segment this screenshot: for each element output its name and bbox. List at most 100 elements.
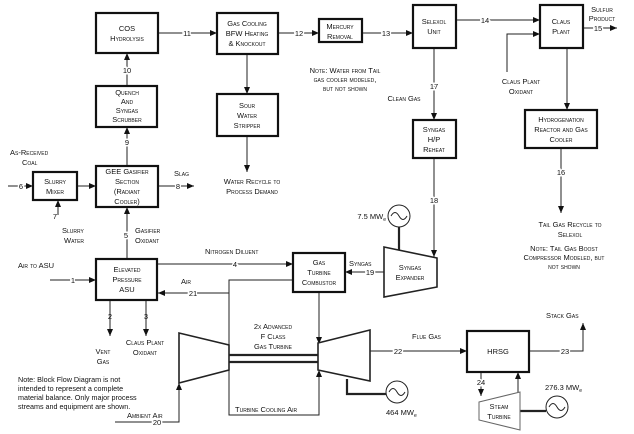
block-label: Turbine — [487, 412, 511, 421]
block-label: Cooler — [550, 135, 573, 144]
stream-lines — [8, 17, 617, 423]
stream-number: 11 — [183, 29, 191, 38]
stream-number: 23 — [561, 347, 569, 356]
block-label: Gas Cooling — [227, 19, 267, 28]
block-label: Plant — [552, 27, 570, 36]
gas-turbine-generator-shaft — [345, 379, 386, 396]
block-steam-turbine: Steam Turbine — [478, 391, 521, 431]
block-label: Syngas — [423, 125, 446, 134]
note-block-flow-diagram: Note: Block Flow Diagram is not — [18, 375, 120, 384]
note-tail-gas-compressor: not shown — [548, 262, 580, 271]
block-gee-gasifier: GEE Gasifier Section (Radiant Cooler) — [94, 164, 160, 209]
generator-sine-icon — [385, 380, 409, 404]
label-claus-plant-oxidant: Oxidant — [509, 87, 533, 96]
block-label: Cooler) — [114, 197, 140, 206]
label-ambient-air: Ambient Air — [127, 411, 163, 420]
power-gas-turbine: 464 MWe — [386, 408, 417, 419]
power-expander: 7.5 MWe — [357, 212, 386, 223]
label-water-recycle: Process Demand — [226, 187, 278, 196]
power-steam-turbine: 276.3 MWe — [545, 383, 582, 394]
label-as-received-coal: As-Received — [10, 148, 49, 157]
label-clean-gas: Clean Gas — [387, 94, 421, 103]
block-label: Mixer — [46, 187, 64, 196]
stream-turbine-cooling-air — [228, 279, 322, 416]
block-label: Syngas — [399, 263, 422, 272]
block-claus-plant: Claus Plant — [538, 3, 585, 50]
label-syngas: Syngas — [349, 259, 372, 268]
stream-numbers: 1 2 3 4 5 6 7 8 9 10 11 12 13 14 15 16 1… — [17, 15, 603, 429]
block-label: Selexol — [422, 17, 447, 26]
block-label: Water — [237, 111, 257, 120]
label-air: Air — [181, 277, 191, 286]
block-label: Combustor — [302, 278, 337, 287]
stream-number: 6 — [19, 182, 23, 191]
note-block-flow-diagram: intended to represent a complete — [18, 384, 123, 393]
label-gasifier-oxidant: Gasifier — [135, 226, 161, 235]
block-label: Unit — [427, 27, 440, 36]
block-sour-water-stripper: Sour Water Stripper — [215, 92, 280, 138]
stream-number: 20 — [153, 418, 161, 427]
label-air-to-asu: Air to ASU — [18, 261, 54, 270]
block-label: Elevated — [113, 265, 140, 274]
stream-number: 19 — [366, 268, 374, 277]
stream-number: 8 — [176, 182, 180, 191]
stream-number: 21 — [189, 289, 197, 298]
stream-number: 18 — [430, 196, 438, 205]
gas-turbine-label: 2x Advanced F Class Gas Turbine — [254, 322, 293, 351]
gas-turbine-compressor — [178, 331, 230, 385]
stream-number: 7 — [53, 212, 57, 221]
note-water-tail-gas: but not shown — [323, 84, 367, 93]
stream-number: 1 — [71, 276, 75, 285]
block-hydrogenation-reactor: Hydrogenation Reactor and Gas Cooler — [523, 108, 599, 150]
block-label: Hydrolysis — [110, 34, 144, 43]
stream-number: 17 — [430, 82, 438, 91]
block-label: Sour — [239, 101, 256, 110]
block-slurry-mixer: Slurry Mixer — [31, 170, 79, 202]
stream-number: 5 — [124, 231, 128, 240]
block-label: Quench — [115, 88, 139, 97]
stream-number: 22 — [394, 347, 402, 356]
block-label: Slurry — [44, 177, 67, 186]
block-label: Section — [115, 177, 139, 186]
block-label: Gas Turbine — [254, 342, 293, 351]
label-nitrogen-diluent: Nitrogen Diluent — [205, 247, 258, 256]
block-label: ASU — [119, 285, 134, 294]
label-vent-gas: Gas — [97, 357, 110, 366]
label-slag: Slag — [174, 169, 189, 178]
note-water-tail-gas: Note: Water from Tail — [310, 66, 381, 75]
stream-number: 2 — [108, 312, 112, 321]
label-turbine-cooling-air: Turbine Cooling Air — [235, 405, 297, 414]
block-selexol-unit: Selexol Unit — [411, 3, 458, 50]
label-tail-gas-recycle: Selexol — [558, 230, 583, 239]
block-label: Steam — [490, 402, 509, 411]
block-label: Turbine — [307, 268, 331, 277]
stream-20 — [115, 383, 182, 423]
label-slurry-water: Water — [64, 236, 84, 245]
block-label: & Knockout — [228, 39, 265, 48]
stream-claus-oxidant — [506, 31, 540, 72]
label-claus-plant-oxidant: Claus Plant — [502, 77, 540, 86]
block-label: Claus — [552, 17, 571, 26]
block-label: COS — [119, 24, 135, 33]
stream-number: 16 — [557, 168, 565, 177]
block-label: HRSG — [487, 347, 509, 356]
block-gas-turbine-combustor: Gas Turbine Combustor — [291, 251, 347, 294]
label-sulfur-product: Product — [589, 14, 615, 23]
block-label: Expander — [396, 273, 425, 282]
note-tail-gas-compressor: Compressor Modeled, but — [524, 253, 605, 262]
block-gas-cooling: Gas Cooling BFW Heating & Knockout — [215, 11, 280, 56]
stream-number: 12 — [295, 29, 303, 38]
label-stack-gas: Stack Gas — [546, 311, 579, 320]
label-as-received-coal: Coal — [22, 158, 38, 167]
label-sulfur-product: Sulfur — [591, 5, 613, 14]
note-tail-gas-compressor: Note: Tail Gas Boost — [530, 244, 598, 253]
block-quench-scrubber: Quench And Syngas Scrubber — [94, 84, 159, 129]
block-label: (Radiant — [114, 187, 140, 196]
label-gasifier-oxidant: Oxidant — [135, 236, 159, 245]
block-label: F Class — [261, 332, 287, 341]
label-tail-gas-recycle: Tail Gas Recycle to — [538, 220, 601, 229]
stream-number: 4 — [233, 260, 237, 269]
gas-turbine-shaft — [229, 353, 318, 364]
stream-labels: Sulfur Product As-Received Coal Slag Slu… — [10, 5, 615, 420]
